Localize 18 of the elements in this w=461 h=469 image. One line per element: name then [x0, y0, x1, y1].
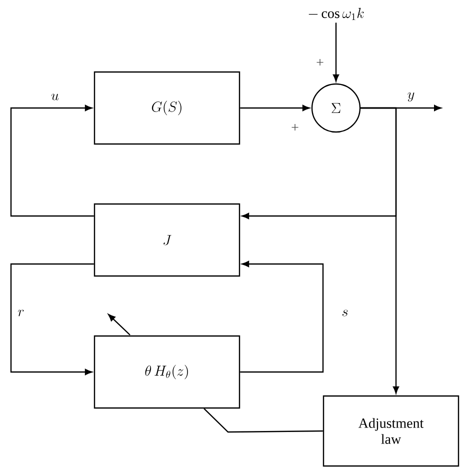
arrow [240, 104, 310, 112]
edge-label: $r$ [16, 308, 26, 318]
arrow [360, 107, 400, 394]
edge-label: $y$ [406, 92, 416, 102]
summing-junction: $\Sigma$ [311, 83, 361, 133]
transfer-block: $G(S)$ [94, 71, 240, 145]
arrow [10, 263, 94, 376]
adjustment-block: Adjustment law [322, 395, 460, 467]
edge-label: $s$ [340, 308, 350, 318]
arrow [332, 22, 340, 82]
arrow [240, 260, 324, 373]
criterion-block: $J$ [94, 203, 240, 277]
filter-block: $\theta\, H_\theta(z)$ [94, 335, 240, 409]
edge-label: $u$ [50, 92, 60, 102]
arrow [10, 104, 94, 217]
disturbance-label: $-\cos\omega_1 k$ [308, 8, 364, 20]
sign-label: + [292, 124, 298, 131]
sign-label: + [316, 59, 324, 66]
